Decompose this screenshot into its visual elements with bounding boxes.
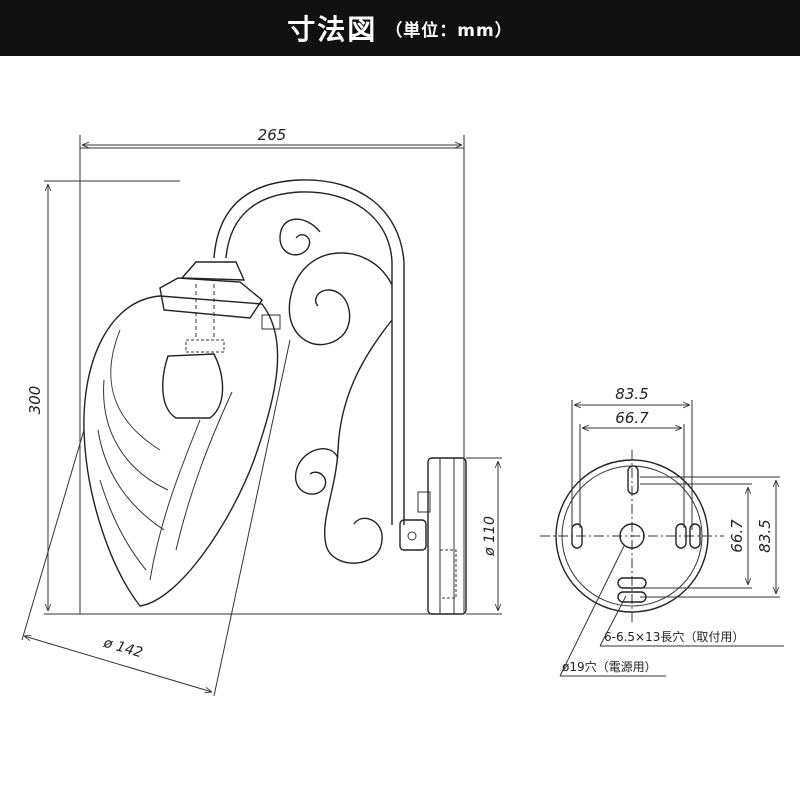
- glass-shade: [83, 295, 279, 607]
- dimension-drawing: 265 300 ø 110: [21, 126, 784, 697]
- title-banner: 寸法図 （単位：mm）: [0, 0, 800, 56]
- unit-label: （単位：mm）: [385, 20, 513, 41]
- wall-base-side: [427, 457, 467, 615]
- base-diameter-label: ø 110: [482, 516, 498, 557]
- base-plate-front-view: 83.5 66.7 66.7 83.5 6-6.5×13長穴（取付用） ø19穴…: [540, 385, 784, 677]
- plate-outer-v-label: 83.5: [756, 519, 774, 552]
- plate-inner-h-label: 66.7: [615, 409, 649, 427]
- bulb-socket: [185, 339, 225, 353]
- plate-outer-h-label: 83.5: [615, 385, 648, 403]
- width-dimension-label: 265: [258, 126, 287, 144]
- arm-joint: [399, 519, 427, 551]
- page-title: 寸法図: [287, 13, 378, 46]
- socket-cap: [159, 277, 263, 319]
- upper-scroll-ornament: [279, 218, 321, 256]
- height-dimension-label: 300: [26, 386, 44, 415]
- slot-right: [675, 523, 687, 549]
- shade-diameter-label: ø 142: [101, 635, 145, 662]
- mount-hole-note: 6-6.5×13長穴（取付用）: [604, 629, 744, 644]
- lower-scroll-ornament: [295, 448, 339, 495]
- power-hole: [619, 523, 645, 549]
- plate-inner-v-label: 66.7: [728, 519, 746, 553]
- slot-bottom: [617, 577, 647, 589]
- lamp-outline-box: [79, 147, 465, 615]
- slot-top: [627, 465, 639, 495]
- middle-scroll-ornament: [288, 252, 393, 346]
- lamp-arm: [213, 179, 405, 525]
- bulb: [162, 353, 224, 419]
- lamp-side-view: 265 300 ø 110: [21, 126, 502, 697]
- power-hole-note: ø19穴（電源用）: [562, 659, 657, 674]
- shade-diameter-line: [24, 636, 212, 692]
- set-screw: [261, 314, 281, 330]
